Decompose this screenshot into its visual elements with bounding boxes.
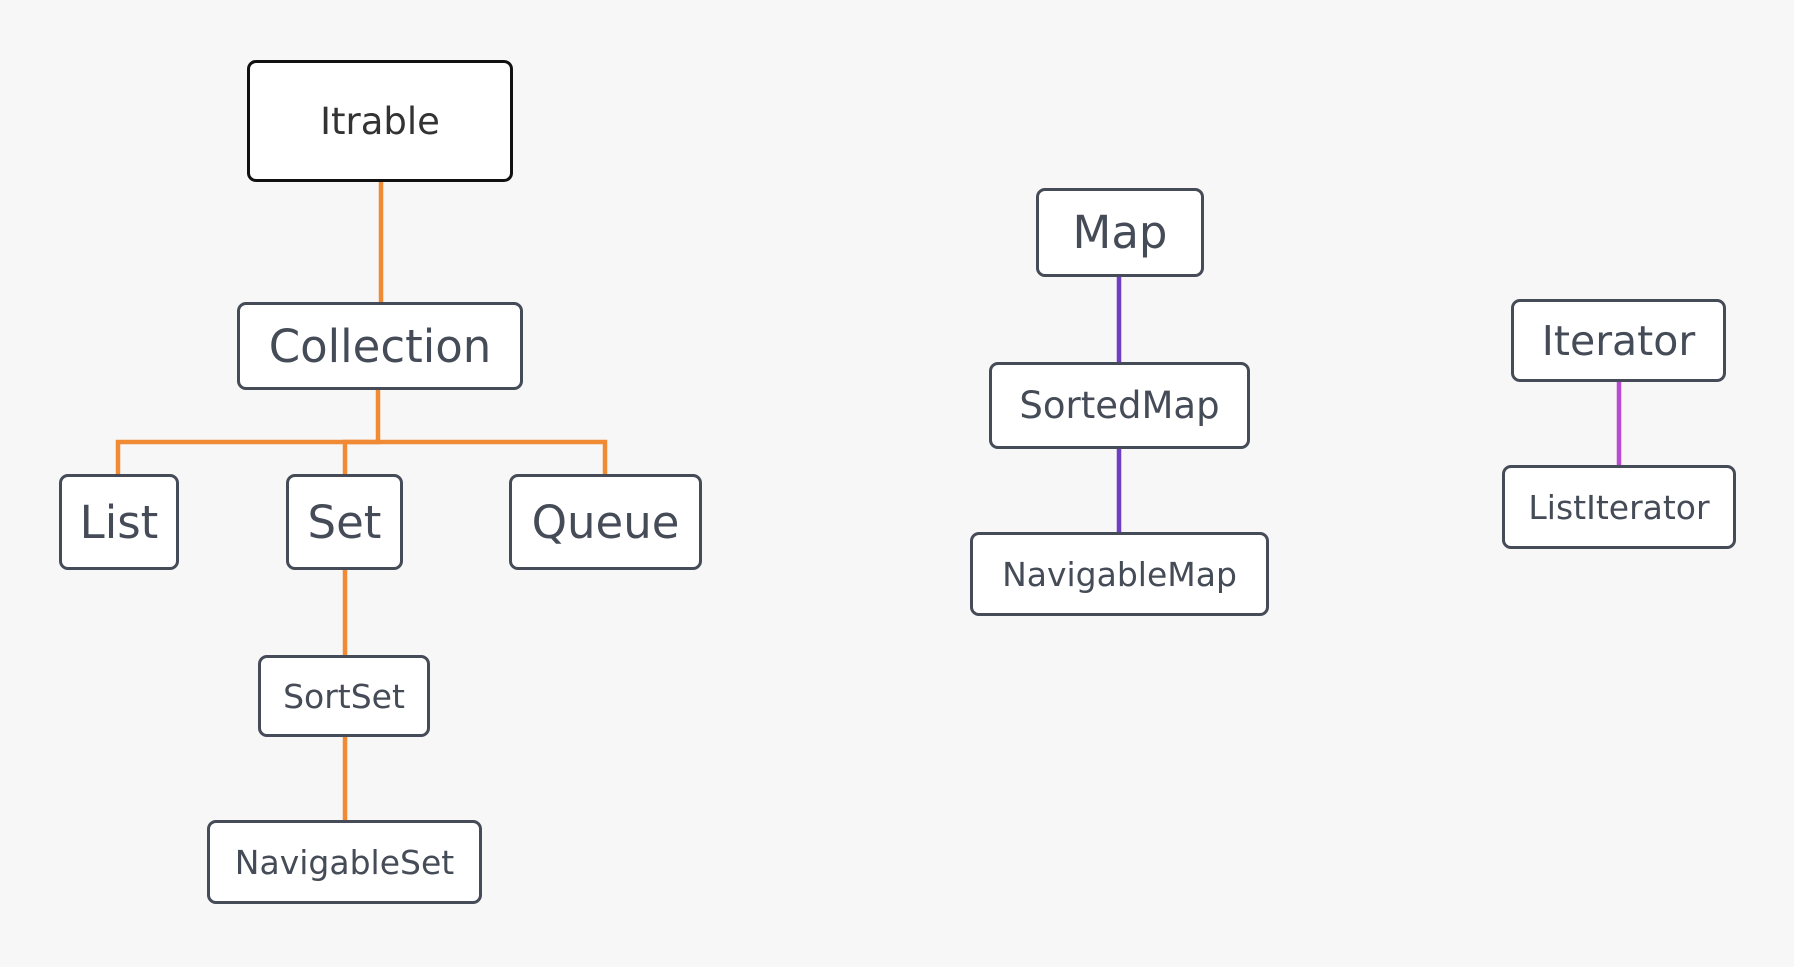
node-list[interactable]: List xyxy=(59,474,179,570)
edge-collection-queue xyxy=(378,439,608,474)
node-label: SortSet xyxy=(283,676,405,716)
node-label: Queue xyxy=(531,495,680,549)
node-label: List xyxy=(79,495,159,549)
node-label: Map xyxy=(1072,206,1168,259)
node-iterator[interactable]: Iterator xyxy=(1511,299,1726,382)
node-sortedmap[interactable]: SortedMap xyxy=(989,362,1250,449)
node-set[interactable]: Set xyxy=(286,474,403,570)
node-navigablemap[interactable]: NavigableMap xyxy=(970,532,1269,616)
node-label: NavigableMap xyxy=(1002,554,1237,594)
node-label: NavigableSet xyxy=(234,842,455,882)
node-label: Set xyxy=(307,495,382,549)
node-queue[interactable]: Queue xyxy=(509,474,702,570)
node-listiterator[interactable]: ListIterator xyxy=(1502,465,1736,549)
node-collection[interactable]: Collection xyxy=(237,302,523,390)
node-label: Collection xyxy=(268,319,492,373)
edge-collection-set xyxy=(342,439,378,474)
edge-collection-list xyxy=(115,390,381,474)
node-navigableset[interactable]: NavigableSet xyxy=(207,820,482,904)
node-label: SortedMap xyxy=(1019,384,1220,427)
node-label: Itrable xyxy=(320,99,440,143)
node-sortset[interactable]: SortSet xyxy=(258,655,430,737)
node-map[interactable]: Map xyxy=(1036,188,1204,277)
node-label: Iterator xyxy=(1541,316,1696,365)
node-itrable[interactable]: Itrable xyxy=(247,60,513,182)
node-label: ListIterator xyxy=(1528,487,1710,527)
